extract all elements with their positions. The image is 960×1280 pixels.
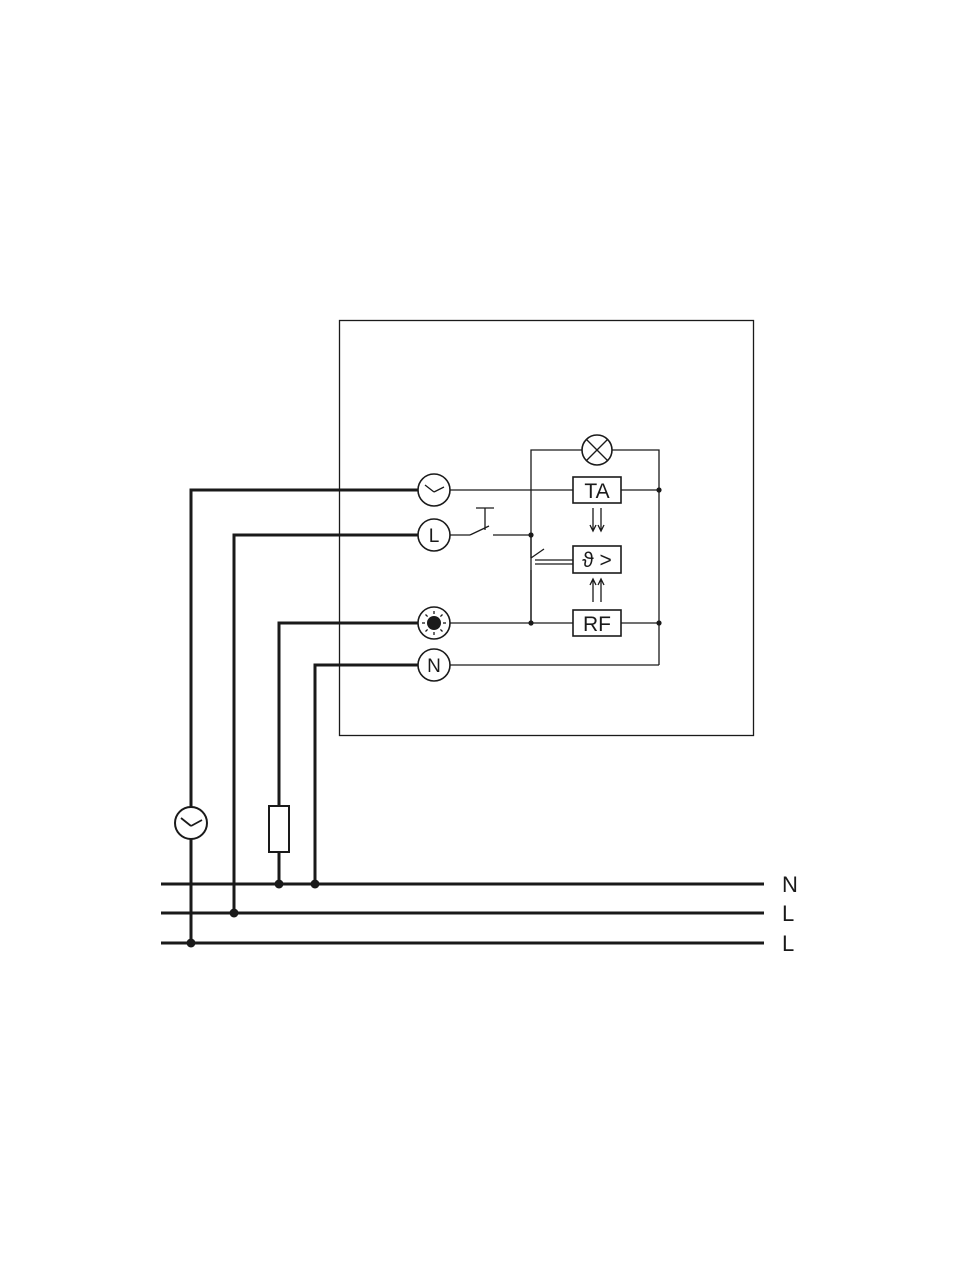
device-housing	[338, 319, 755, 737]
sun-icon	[422, 611, 446, 635]
terminal-n-label: N	[427, 656, 441, 677]
junction-dot	[229, 908, 239, 918]
terminal-indicator	[417, 606, 451, 640]
junction-dot	[528, 532, 534, 538]
clock-icon	[424, 484, 445, 493]
rf-box: RF	[572, 609, 622, 637]
clock-icon	[180, 817, 203, 827]
arrows-up	[589, 577, 605, 602]
rf-label: RF	[583, 613, 611, 636]
terminal-clock	[417, 473, 451, 507]
thermostat-label: ϑ >	[582, 549, 612, 572]
terminal-phase: L	[417, 518, 451, 552]
terminal-neutral: N	[417, 648, 451, 682]
internal-wiring	[450, 449, 662, 666]
bus-label-l1: L	[782, 901, 794, 926]
ta-label: TA	[584, 480, 609, 503]
bus-label-n: N	[782, 872, 798, 897]
external-timer	[174, 806, 208, 840]
junction-dot	[656, 620, 662, 626]
ta-box: TA	[572, 476, 622, 504]
junction-dot	[186, 938, 196, 948]
arrows-down	[589, 508, 605, 533]
resistor-icon	[268, 805, 290, 853]
bus-label-l2: L	[782, 931, 794, 956]
supply-bus: N L L	[161, 872, 798, 956]
junction-dot	[274, 879, 284, 889]
junction-dot	[310, 879, 320, 889]
external-wiring	[189, 488, 418, 943]
junction-dot	[528, 620, 534, 626]
indicator-lamp-icon	[581, 434, 613, 466]
junction-dot	[656, 487, 662, 493]
terminal-l-label: L	[429, 526, 440, 547]
thermostat-box: ϑ >	[572, 545, 622, 574]
